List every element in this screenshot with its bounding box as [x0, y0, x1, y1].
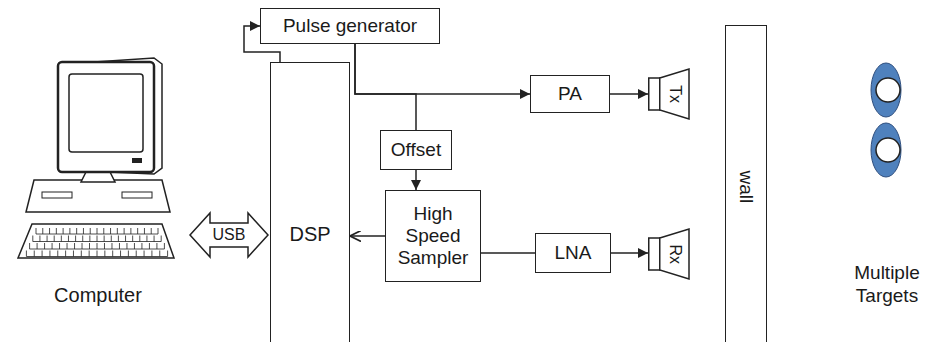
box-label: Offset — [391, 139, 441, 161]
antenna-label: Rx — [666, 244, 684, 264]
computer-label: Computer — [54, 284, 142, 306]
signal-connector — [610, 93, 648, 95]
wall-band: wall — [725, 25, 767, 342]
usb-link-arrow — [190, 213, 268, 257]
computer-figure: Computer — [12, 52, 184, 324]
amplifier-box: LNA — [535, 233, 611, 273]
box-label: LNA — [555, 242, 592, 264]
box-label: DSP — [289, 223, 330, 246]
signal-connector — [350, 235, 385, 237]
target-label: Multiple Targets — [835, 262, 939, 308]
edge-label: USB — [211, 226, 248, 244]
target-figure — [871, 63, 901, 117]
signal-connector — [481, 252, 535, 254]
keyboard-keys — [26, 228, 167, 257]
process-box: Pulse generator — [260, 8, 440, 44]
process-box: High Speed Sampler — [385, 190, 481, 282]
box-label: High Speed Sampler — [390, 203, 476, 269]
target-figure — [871, 123, 901, 177]
signal-connector — [355, 44, 416, 130]
box-label: Pulse generator — [283, 15, 417, 37]
wall-label: wall — [735, 171, 757, 204]
antenna-horn: Tx — [648, 68, 690, 120]
antenna-horn: Rx — [648, 228, 690, 280]
box-label: PA — [558, 83, 582, 105]
processor-box: DSP — [270, 62, 350, 342]
signal-connector — [415, 170, 417, 190]
signal-connector — [355, 44, 530, 94]
process-box: Offset — [380, 130, 452, 170]
antenna-label: Tx — [666, 85, 684, 103]
signal-connector — [611, 252, 648, 254]
computer-illustration — [12, 52, 184, 277]
amplifier-box: PA — [530, 75, 610, 113]
